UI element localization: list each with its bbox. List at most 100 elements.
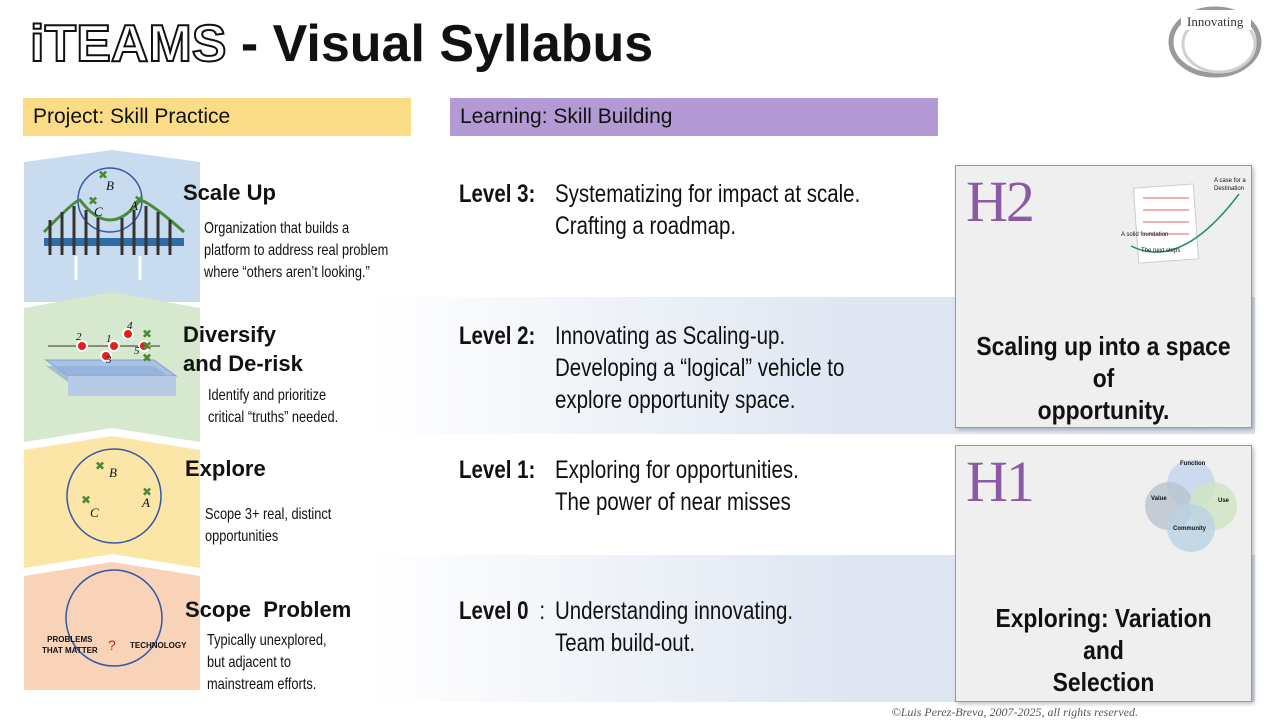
level-text: Exploring for opportunities. The power o… bbox=[555, 454, 799, 518]
svg-text:✖: ✖ bbox=[142, 485, 152, 499]
logo-text: Innovating bbox=[1187, 14, 1244, 29]
roadmap-thumbnail-icon bbox=[1130, 183, 1240, 264]
thumb-label: The next steps bbox=[1141, 248, 1181, 254]
level-label: Level 1: bbox=[459, 456, 536, 484]
venn-diagram-icon bbox=[1145, 460, 1237, 552]
problem-question-mark: ? bbox=[108, 637, 116, 653]
h2-heading: H2 bbox=[966, 169, 1035, 234]
level-label: Level 3: bbox=[459, 180, 536, 208]
innovating-logo: Innovating bbox=[1165, 2, 1265, 78]
problem-label-line: THAT MATTER bbox=[42, 646, 98, 655]
level-label: Level 0 bbox=[459, 597, 529, 625]
level-text: Understanding innovating. Team build-out… bbox=[555, 595, 793, 659]
copyright: ©Luis Perez-Breva, 2007-2025, all rights… bbox=[891, 705, 1138, 719]
level-separator: : bbox=[539, 597, 546, 625]
stage-desc-line: critical “truths” needed. bbox=[208, 409, 339, 426]
level-line: explore opportunity space. bbox=[554, 386, 796, 414]
thumb-label-line: A case for a bbox=[1214, 178, 1246, 184]
problem-label-problems: PROBLEMS THAT MATTER bbox=[42, 634, 98, 656]
level-0: Level 0 : Understanding innovating. Team… bbox=[459, 595, 902, 665]
stage-desc-line: Typically unexplored, bbox=[207, 632, 327, 649]
stage-desc-scope-problem: Typically unexplored, but adjacent to ma… bbox=[207, 630, 327, 696]
svg-text:✖: ✖ bbox=[88, 194, 98, 208]
level-line: Team build-out. bbox=[554, 629, 696, 657]
scale-up-label-c: C bbox=[94, 204, 103, 219]
caption-line: Scaling up into a space of bbox=[976, 331, 1231, 393]
diversify-label-1: 1 bbox=[106, 333, 112, 345]
stage-desc-line: opportunities bbox=[205, 528, 279, 545]
bridge-icon: ✖ ✖ ✖ bbox=[42, 167, 185, 280]
level-1: Level 1: Exploring for opportunities. Th… bbox=[459, 454, 902, 524]
svg-text:✖: ✖ bbox=[142, 339, 152, 353]
level-line: Innovating as Scaling-up. bbox=[554, 322, 786, 350]
page-title: iTEAMS - Visual Syllabus bbox=[29, 14, 654, 74]
stage-title-diversify: Diversify and De-risk bbox=[183, 320, 303, 378]
level-3: Level 3: Systematizing for impact at sca… bbox=[459, 178, 902, 248]
scale-up-label-b: B bbox=[106, 178, 114, 193]
problem-label-technology: TECHNOLOGY bbox=[130, 641, 187, 650]
stage-desc-line: platform to address real problem bbox=[204, 242, 389, 259]
level-line: Developing a “logical” vehicle to bbox=[554, 354, 845, 382]
h2-box: H2 A case for a Destination A solid foun… bbox=[955, 165, 1252, 428]
level-line: Exploring for opportunities. bbox=[554, 456, 799, 484]
level-text: Systematizing for impact at scale. Craft… bbox=[555, 178, 860, 242]
caption-line: Selection bbox=[1052, 667, 1155, 697]
diversify-label-4: 4 bbox=[127, 320, 133, 332]
venn-label-community: Community bbox=[1173, 526, 1206, 532]
level-line: Systematizing for impact at scale. bbox=[554, 180, 861, 208]
scale-up-label-a: A bbox=[130, 198, 138, 213]
circle-points-icon: ✖ ✖ ✖ bbox=[66, 448, 162, 544]
thumb-label: A solid foundation bbox=[1121, 232, 1169, 238]
h2-caption: Scaling up into a space of opportunity. bbox=[974, 330, 1234, 426]
stage-title-line: Diversify bbox=[183, 322, 276, 347]
stage-desc-line: Scope 3+ real, distinct bbox=[205, 506, 332, 523]
project-header: Project: Skill Practice bbox=[23, 98, 411, 136]
level-line: Crafting a roadmap. bbox=[554, 212, 737, 240]
circle-problem-icon bbox=[65, 569, 163, 667]
platform-icon: ✖ ✖ ✖ bbox=[44, 327, 178, 396]
svg-text:✖: ✖ bbox=[134, 193, 144, 207]
svg-text:✖: ✖ bbox=[142, 351, 152, 365]
venn-label-function: Function bbox=[1180, 461, 1206, 467]
venn-label-value: Value bbox=[1151, 496, 1167, 502]
level-line: The power of near misses bbox=[554, 488, 791, 516]
svg-text:✖: ✖ bbox=[142, 327, 152, 341]
svg-text:✖: ✖ bbox=[81, 493, 91, 507]
level-line: Understanding innovating. bbox=[554, 597, 794, 625]
stage-title-scale-up: Scale Up bbox=[183, 180, 276, 205]
title-brand: iTEAMS bbox=[29, 14, 227, 74]
stage-title-line: and De-risk bbox=[183, 351, 303, 376]
level-2: Level 2: Innovating as Scaling-up. Devel… bbox=[459, 320, 902, 420]
thumb-label: A case for a Destination bbox=[1214, 177, 1246, 193]
stage-desc-explore: Scope 3+ real, distinct opportunities bbox=[205, 504, 331, 548]
stage-desc-scale-up: Organization that builds a platform to a… bbox=[204, 218, 388, 284]
svg-text:✖: ✖ bbox=[95, 459, 105, 473]
stage-title-scope-problem: Scope Problem bbox=[185, 597, 352, 622]
caption-line: Exploring: Variation and bbox=[995, 603, 1212, 665]
ring-logo-icon bbox=[1168, 6, 1262, 78]
svg-text:✖: ✖ bbox=[98, 168, 108, 182]
diversify-label-3: 3 bbox=[106, 354, 112, 366]
h1-caption: Exploring: Variation and Selection bbox=[974, 602, 1234, 698]
stage-desc-line: Organization that builds a bbox=[204, 220, 350, 237]
stage-desc-diversify: Identify and prioritize critical “truths… bbox=[208, 385, 338, 429]
h1-heading: H1 bbox=[966, 449, 1035, 514]
problem-label-line: PROBLEMS bbox=[47, 635, 93, 644]
thumb-label-line: Destination bbox=[1214, 186, 1245, 192]
diversify-label-2: 2 bbox=[76, 331, 82, 343]
stage-title-explore: Explore bbox=[185, 456, 266, 481]
diversify-label-5: 5 bbox=[134, 345, 140, 357]
stage-desc-line: but adjacent to bbox=[207, 654, 291, 671]
explore-label-c: C bbox=[90, 505, 99, 520]
stage-desc-line: Identify and prioritize bbox=[208, 387, 327, 404]
stage-chevrons bbox=[24, 150, 200, 690]
h1-box: H1 Function Value Use Community Explorin… bbox=[955, 445, 1252, 702]
level-label: Level 2: bbox=[459, 322, 536, 350]
explore-label-b: B bbox=[109, 465, 117, 480]
learning-header: Learning: Skill Building bbox=[450, 98, 938, 136]
title-rest: - Visual Syllabus bbox=[226, 15, 654, 73]
stage-desc-line: mainstream efforts. bbox=[207, 676, 317, 693]
stage-desc-line: where “others aren’t looking.” bbox=[204, 264, 370, 281]
explore-label-a: A bbox=[142, 495, 150, 510]
caption-line: opportunity. bbox=[1037, 395, 1170, 425]
